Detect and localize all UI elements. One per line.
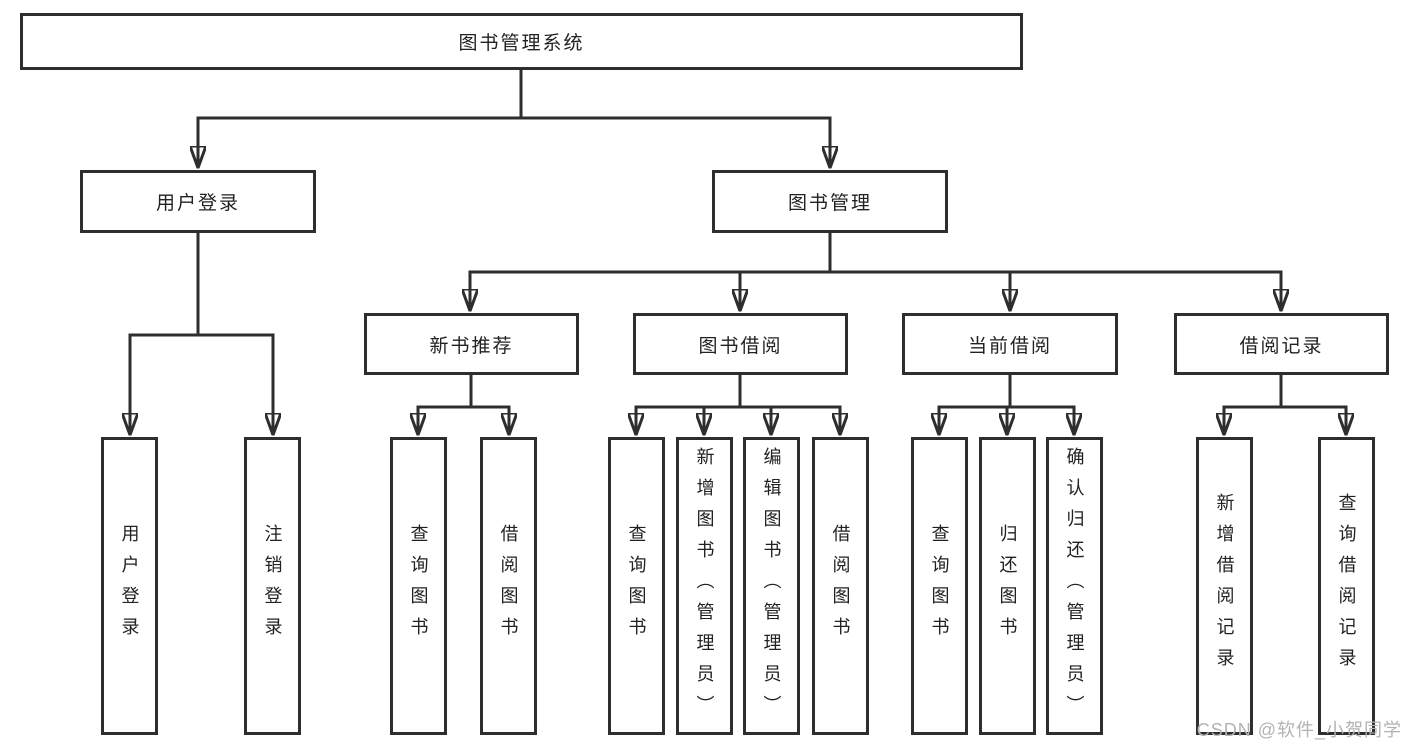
node-new-book-recommendation: 新书推荐 xyxy=(364,313,579,375)
node-library-system: 图书管理系统 xyxy=(20,13,1023,70)
csdn-watermark: CSDN @软件_小贺同学 xyxy=(1196,720,1402,740)
leaf-add-borrow-record: 新增借阅记录 xyxy=(1196,437,1253,735)
connector-newbook-branch xyxy=(416,373,511,409)
leaf-user-login: 用户登录 xyxy=(101,437,158,735)
leaf-query-books-recommend: 查询图书 xyxy=(390,437,447,735)
leaf-add-books-admin: 新增图书（管理员） xyxy=(676,437,733,735)
connector-bookmgmt-branch xyxy=(468,231,1283,274)
leaf-borrow-books-label: 借阅图书 xyxy=(830,524,851,648)
leaf-return-books: 归还图书 xyxy=(979,437,1036,735)
leaf-add-books-admin-label: 新增图书（管理员） xyxy=(694,446,715,726)
leaf-borrow-books-recommend: 借阅图书 xyxy=(480,437,537,735)
node-user-login: 用户登录 xyxy=(80,170,316,233)
leaf-query-books-borrow-label: 查询图书 xyxy=(626,524,647,648)
leaf-query-borrow-record-label: 查询借阅记录 xyxy=(1336,493,1357,679)
node-current-borrowing: 当前借阅 xyxy=(902,313,1118,375)
connector-current-branch xyxy=(937,373,1076,409)
leaf-user-login-label: 用户登录 xyxy=(119,524,140,648)
leaf-logout-label: 注销登录 xyxy=(262,524,283,648)
leaf-add-borrow-record-label: 新增借阅记录 xyxy=(1214,493,1235,679)
leaf-borrow-books: 借阅图书 xyxy=(812,437,869,735)
connector-userlogin-branch xyxy=(128,231,275,337)
leaf-return-books-label: 归还图书 xyxy=(997,524,1018,648)
leaf-query-books-current-label: 查询图书 xyxy=(929,524,950,648)
node-borrowing-records: 借阅记录 xyxy=(1174,313,1389,375)
leaf-query-books-borrow: 查询图书 xyxy=(608,437,665,735)
connector-root-branch xyxy=(196,67,832,120)
leaf-confirm-return-admin: 确认归还（管理员） xyxy=(1046,437,1103,735)
node-book-borrowing: 图书借阅 xyxy=(633,313,848,375)
leaf-logout: 注销登录 xyxy=(244,437,301,735)
leaf-query-books-recommend-label: 查询图书 xyxy=(408,524,429,648)
leaf-edit-books-admin-label: 编辑图书（管理员） xyxy=(761,446,782,726)
leaf-borrow-books-recommend-label: 借阅图书 xyxy=(498,524,519,648)
leaf-confirm-return-admin-label: 确认归还（管理员） xyxy=(1064,446,1085,726)
leaf-query-borrow-record: 查询借阅记录 xyxy=(1318,437,1375,735)
node-book-management: 图书管理 xyxy=(712,170,948,233)
leaf-query-books-current: 查询图书 xyxy=(911,437,968,735)
leaf-edit-books-admin: 编辑图书（管理员） xyxy=(743,437,800,735)
connector-borrow-branch xyxy=(634,373,842,409)
connector-records-branch xyxy=(1222,373,1348,409)
